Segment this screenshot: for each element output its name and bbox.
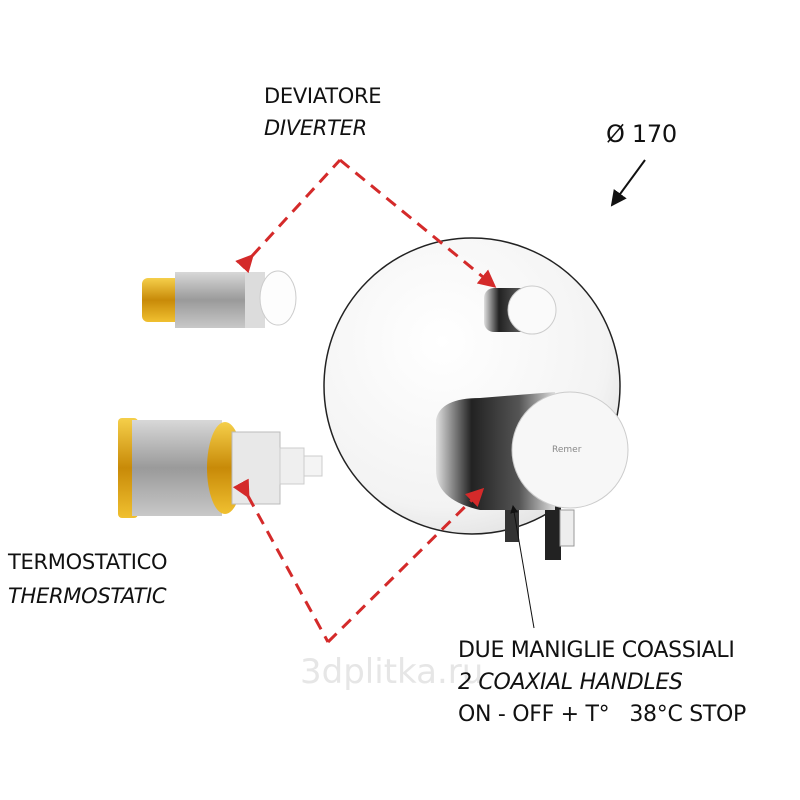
- diameter-leader: [610, 159, 646, 207]
- handles-leader: [510, 505, 535, 629]
- watermark: 3dplitka.ru: [300, 652, 484, 692]
- handles-spec: ON - OFF + T° 38°C STOP: [458, 702, 746, 727]
- thermostatic-label-it: TERMOSTATICO: [8, 550, 168, 574]
- handles-label-it: DUE MANIGLIE COASSIALI: [458, 638, 735, 663]
- thermostatic-pointer: [232, 478, 485, 644]
- thermostatic-cartridge: [118, 418, 323, 518]
- diameter-label: Ø 170: [606, 120, 677, 148]
- thermostatic-handle: Remer: [436, 391, 629, 560]
- diverter-pointer: [235, 158, 497, 288]
- diverter-label-en: DIVERTER: [264, 116, 367, 140]
- diverter-knob: [484, 285, 557, 335]
- diverter-cartridge: [142, 270, 297, 328]
- diverter-label-it: DEVIATORE: [264, 84, 382, 108]
- brand-logo: Remer: [552, 445, 582, 455]
- thermostatic-label-en: THERMOSTATIC: [8, 584, 167, 608]
- handles-label-en: 2 COAXIAL HANDLES: [458, 670, 683, 695]
